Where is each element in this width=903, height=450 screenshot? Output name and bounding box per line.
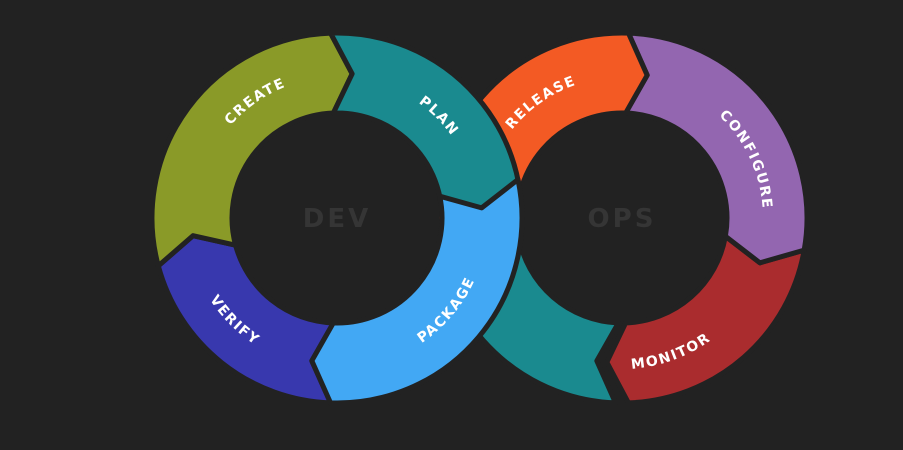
- segment-layer: [149, 30, 810, 406]
- segment-create: [149, 30, 355, 269]
- hub-label-ops: OPS: [588, 204, 657, 234]
- segment-configure: [623, 30, 810, 266]
- hub-label-dev: DEV: [303, 204, 371, 234]
- segment-package: [309, 177, 525, 406]
- segment-verify: [155, 233, 336, 406]
- segment-monitor: [604, 233, 807, 406]
